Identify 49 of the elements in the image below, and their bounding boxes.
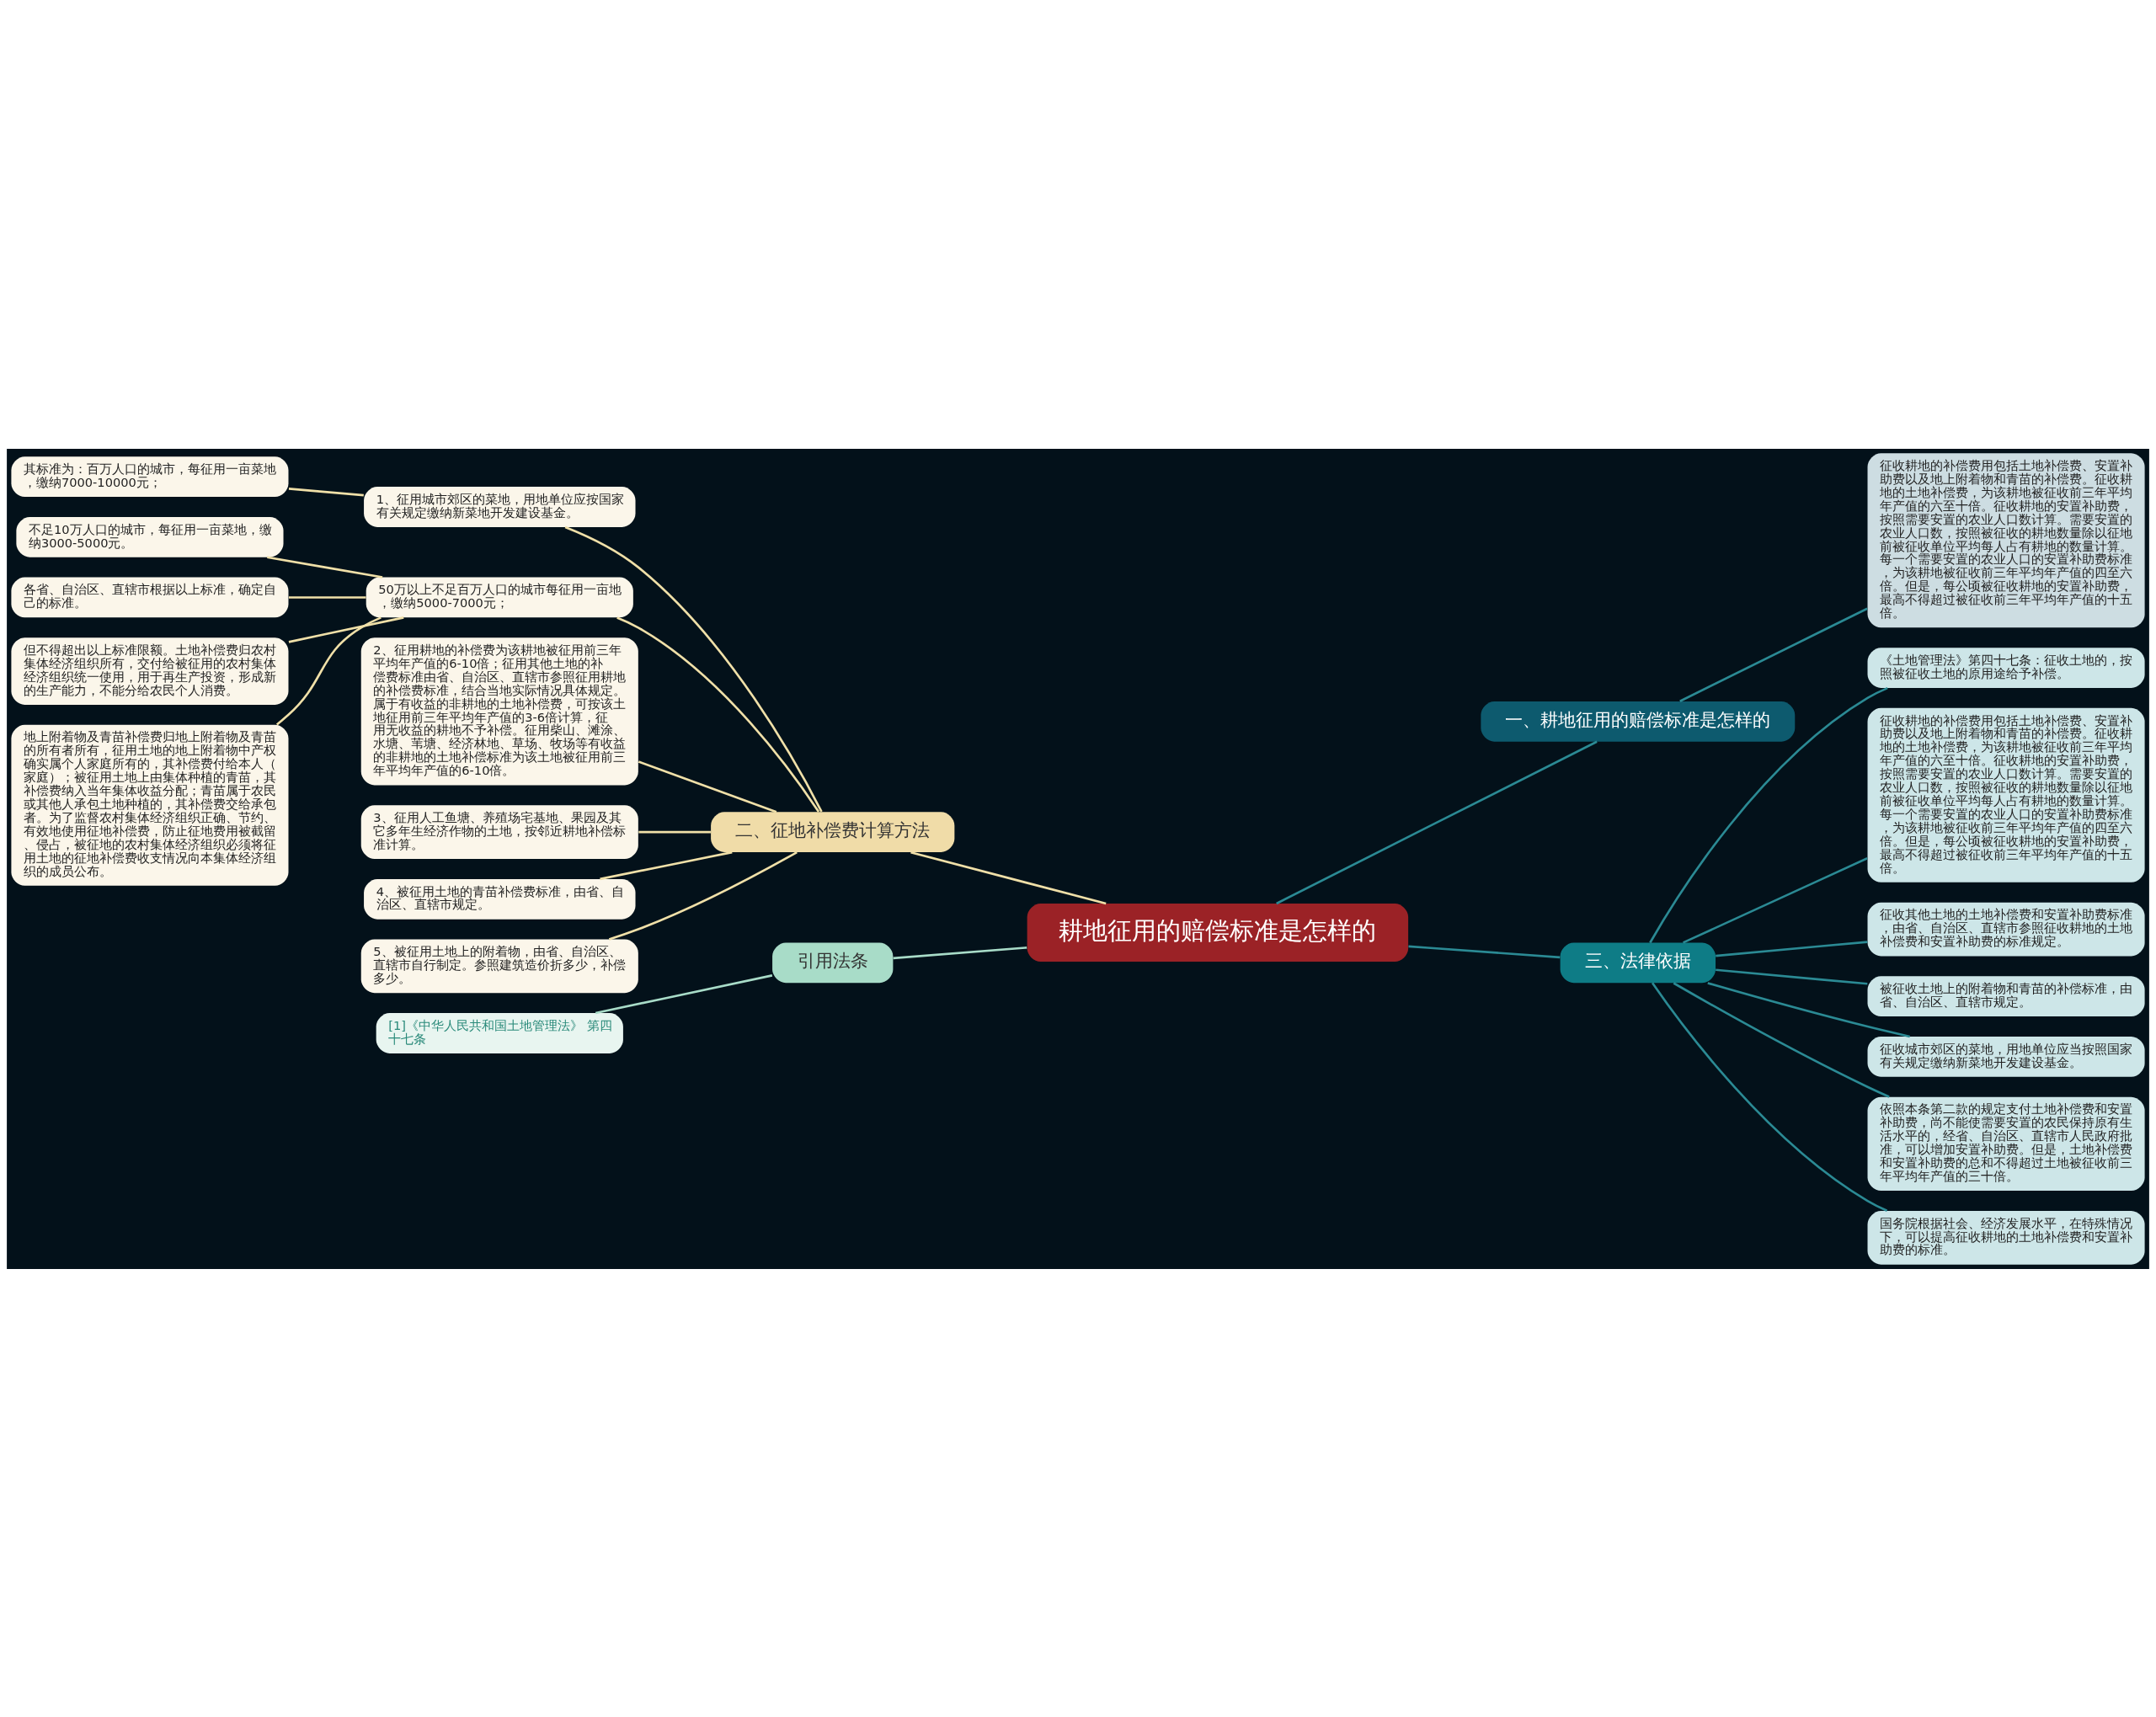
- connector: [288, 487, 364, 496]
- node-box: 征收耕地的补偿费用包括土地补偿费、安置补助费以及地上附着物和青苗的补偿费。征收耕地的土地补偿费，为该耕地被征收前三年平均年产值的六至十倍。征收耕地的安置补助费，按照需要安置的农业人口数计算。需要安置的农业人口数，按照被征收的耕地数量除以征地前被征收单位平均每人占有耕地的数量计算。每一个需要安置的农业人口的安置补助费标准，为该耕地被征收前三年平均年产值的四至六倍。但是，每公顷被征收耕地的安置补助费，最高不得超过被征收前三年平均年产值的十五倍。: [1867, 452, 2145, 627]
- node-box: 二、征地补偿费计算方法: [711, 811, 955, 852]
- connector: [616, 616, 820, 813]
- node-box: 2、征用耕地的补偿费为该耕地被征用前三年平均年产值的6-10倍；征用其他土地的补偿费标准由省、自治区、直辖市参照征用耕地的补偿费标准，结合当地实际情况具体规定。属于有收益的非耕地的土地补偿费，可按该土地征用前三年平均年产值的3-6倍计算，征用无收益的耕地不予补偿。征用柴山、滩涂、水塘、苇塘、经济林地、草场、牧场等有收益的非耕地的土地补偿标准为该土地被征用前三年平均年产值的6-10倍。: [360, 637, 638, 785]
- node-box: 征收城市郊区的菜地，用地单位应当按照国家有关规定缴纳新菜地开发建设基金。: [1867, 1036, 2145, 1077]
- connector: [910, 851, 1107, 904]
- connector: [1651, 982, 1888, 1212]
- node-box: 被征收土地上的附着物和青苗的补偿标准，由省、自治区、直辖市规定。: [1867, 975, 2145, 1016]
- node-box: 三、法律依据: [1560, 942, 1716, 983]
- connector: [1649, 686, 1888, 943]
- node-box: [1]《中华人民共和国土地管理法》 第四十七条: [376, 1012, 623, 1053]
- connector: [1673, 981, 1890, 1098]
- node-box: 其标准为：百万人口的城市，每征用一亩菜地，缴纳7000-10000元；: [11, 456, 289, 497]
- node-box: 《土地管理法》第四十七条：征收土地的，按照被征收土地的原用途给予补偿。: [1867, 647, 2145, 688]
- connector: [600, 851, 733, 880]
- node-box: 50万以上不足百万人口的城市每征用一亩地，缴纳5000-7000元；: [366, 577, 633, 617]
- node-box: 一、耕地征用的赔偿标准是怎样的: [1481, 701, 1796, 742]
- node-box: 5、被征用土地上的附着物，由省、自治区、直辖市自行制定。参照建筑造价折多少，补偿多少。: [360, 939, 638, 993]
- node-box: 征收其他土地的土地补偿费和安置补助费标准，由省、自治区、直辖市参照征收耕地的土地补偿费和安置补助费的标准规定。: [1867, 902, 2145, 956]
- node-box: 4、被征用土地的青苗补偿费标准，由省、自治区、直辖市规定。: [364, 878, 636, 920]
- connector: [288, 616, 404, 643]
- node-box: 不足10万人口的城市，每征用一亩菜地，缴纳3000-5000元。: [16, 516, 284, 557]
- connector: [275, 616, 382, 726]
- connector: [1707, 981, 1910, 1037]
- connector: [564, 525, 823, 813]
- connector: [638, 830, 711, 833]
- connector: [1716, 968, 1868, 985]
- node-box: 引用法条: [772, 942, 894, 983]
- node-box: 耕地征用的赔偿标准是怎样的: [1027, 903, 1409, 962]
- node-box: 地上附着物及青苗补偿费归地上附着物及青苗的所有者所有，征用土地的地上附着物中产权确实属个人家庭所有的，其补偿费付给本人（家庭）；被征用土地上由集体种植的青苗，其补偿费纳入当年集体收益分配；青苗属于农民或其他人承包土地种植的，其补偿费交给承包者。为了监督农村集体经济组织正确、节约、有效地使用征地补偿费，防止征地费用被截留、侵占，被征地的农村集体经济组织必须将征用土地的征地补偿费收支情况向本集体经济组织的成员公布。: [11, 724, 289, 886]
- connector: [1716, 940, 1868, 957]
- node-box: 1、征用城市郊区的菜地，用地单位应按国家有关规定缴纳新菜地开发建设基金。: [364, 486, 636, 527]
- connector: [638, 760, 777, 813]
- connector: [1679, 607, 1868, 702]
- connector: [1276, 740, 1598, 904]
- node-box: 国务院根据社会、经济发展水平，在特殊情况下，可以提高征收耕地的土地补偿费和安置补助费的标准。: [1867, 1210, 2145, 1265]
- connector: [893, 946, 1027, 959]
- connector: [267, 556, 383, 579]
- connector: [288, 595, 366, 599]
- node-box: 各省、自治区、直辖市根据以上标准，确定自己的标准。: [11, 577, 289, 617]
- node-box: 3、征用人工鱼塘、养殖场宅基地、果园及其它多年生经济作物的土地，按邻近耕地补偿标准计算。: [360, 804, 638, 859]
- connector: [595, 973, 773, 1014]
- connector: [1683, 856, 1868, 944]
- connector: [608, 851, 798, 941]
- node-box: 但不得超出以上标准限额。土地补偿费归农村集体经济组织所有，交付给被征用的农村集体经济组织统一使用，用于再生产投资，形成新的生产能力，不能分给农民个人消费。: [11, 637, 289, 705]
- node-box: 依照本条第二款的规定支付土地补偿费和安置补助费，尚不能使需要安置的农民保持原有生活水平的，经省、自治区、直辖市人民政府批准，可以增加安置补助费。但是，土地补偿费和安置补助费的总和不得超过土地被征收前三年平均年产值的三十倍。: [1867, 1096, 2145, 1191]
- connector: [1408, 945, 1561, 958]
- node-box: 征收耕地的补偿费用包括土地补偿费、安置补助费以及地上附着物和青苗的补偿费。征收耕地的土地补偿费，为该耕地被征收前三年平均年产值的六至十倍。征收耕地的安置补助费，按照需要安置的农业人口数计算。需要安置的农业人口数，按照被征收的耕地数量除以征地前被征收单位平均每人占有耕地的数量计算。每一个需要安置的农业人口的安置补助费标准，为该耕地被征收前三年平均年产值的四至六倍。但是，每公顷被征收耕地的安置补助费，最高不得超过被征收前三年平均年产值的十五倍。: [1867, 707, 2145, 882]
